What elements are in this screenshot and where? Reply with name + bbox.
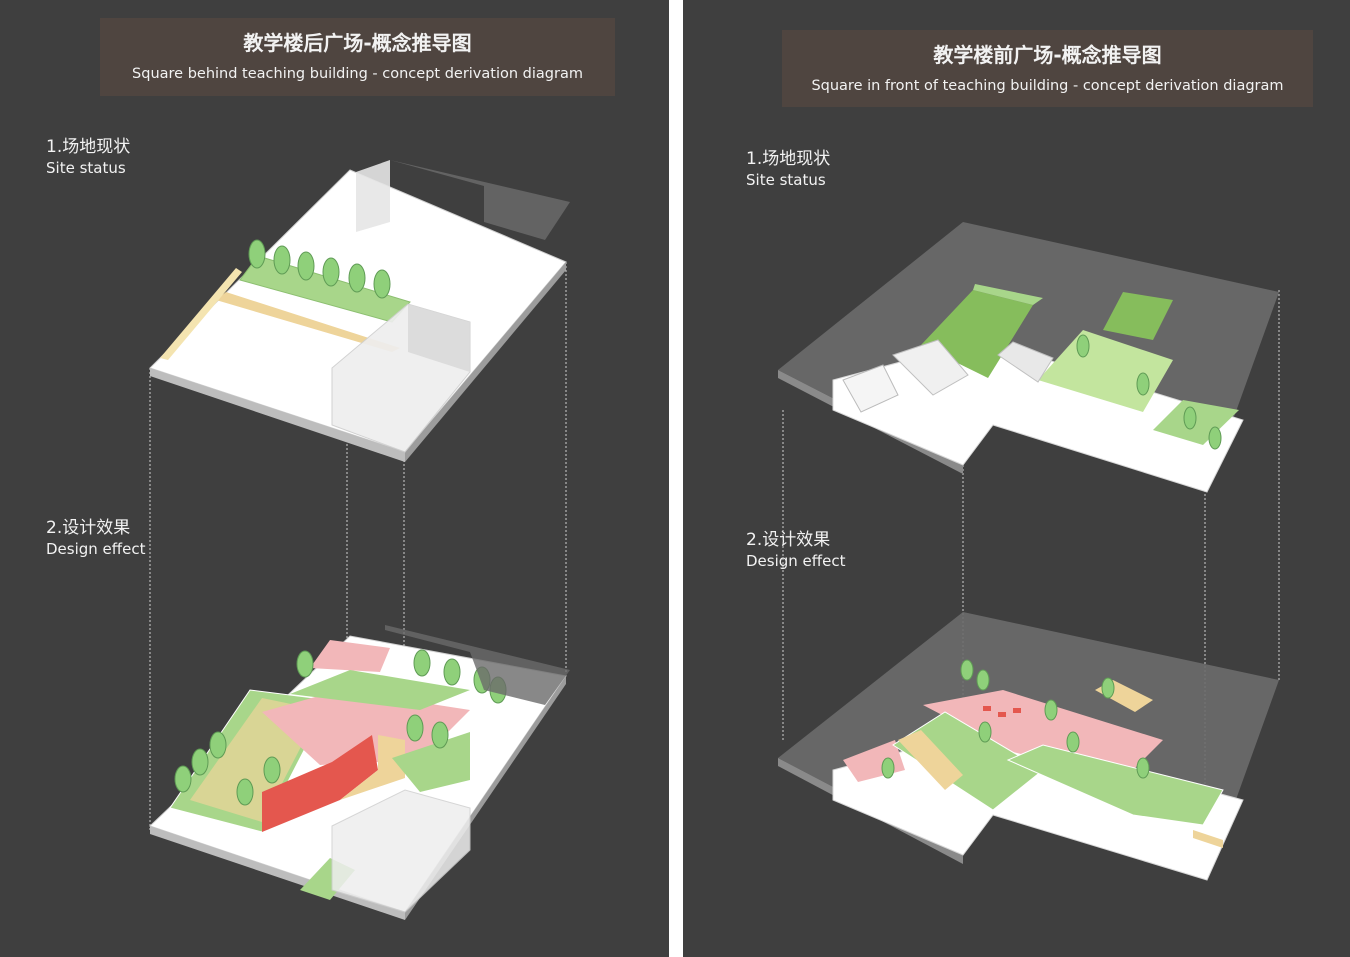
left-step-1: 1.场地现状 Site status — [46, 132, 130, 177]
right-design-effect-model — [778, 612, 1279, 881]
right-title-cn: 教学楼前广场-概念推导图 — [933, 43, 1162, 67]
left-title-cn: 教学楼后广场-概念推导图 — [243, 31, 472, 55]
left-step2-cn: 2.设计效果 — [46, 518, 131, 538]
left-trees-bottom — [174, 649, 507, 806]
left-step2-en: Design effect — [46, 540, 146, 558]
right-title-box: 教学楼前广场-概念推导图 Square in front of teaching… — [782, 30, 1313, 107]
left-step1-cn: 1.场地现状 — [46, 137, 131, 157]
right-step2-en: Design effect — [746, 552, 846, 570]
right-red-furniture — [983, 706, 1021, 717]
right-axonometric-drawing — [778, 222, 1280, 881]
right-step2-cn: 2.设计效果 — [746, 530, 831, 550]
right-step-2: 2.设计效果 Design effect — [746, 525, 845, 570]
left-step-2: 2.设计效果 Design effect — [46, 513, 145, 558]
right-panel: 教学楼前广场-概念推导图 Square in front of teaching… — [683, 0, 1350, 957]
left-site-status-model — [149, 160, 570, 462]
left-axonometric-drawing — [149, 160, 570, 920]
left-design-effect-model — [149, 625, 570, 920]
right-site-status-model — [778, 222, 1279, 493]
right-step-1: 1.场地现状 Site status — [746, 144, 830, 189]
right-trees-top — [1076, 334, 1222, 450]
right-title-en: Square in front of teaching building - c… — [811, 78, 1284, 94]
left-panel: 教学楼后广场-概念推导图 Square behind teaching buil… — [0, 0, 669, 957]
right-trees-bottom — [881, 659, 1150, 779]
right-stairs-top — [892, 339, 1054, 396]
left-title-en: Square behind teaching building - concep… — [132, 66, 583, 82]
left-title-box: 教学楼后广场-概念推导图 Square behind teaching buil… — [100, 18, 615, 96]
left-step1-en: Site status — [46, 159, 126, 177]
right-step1-en: Site status — [746, 171, 826, 189]
right-step1-cn: 1.场地现状 — [746, 149, 831, 169]
left-trees-top — [248, 239, 391, 299]
